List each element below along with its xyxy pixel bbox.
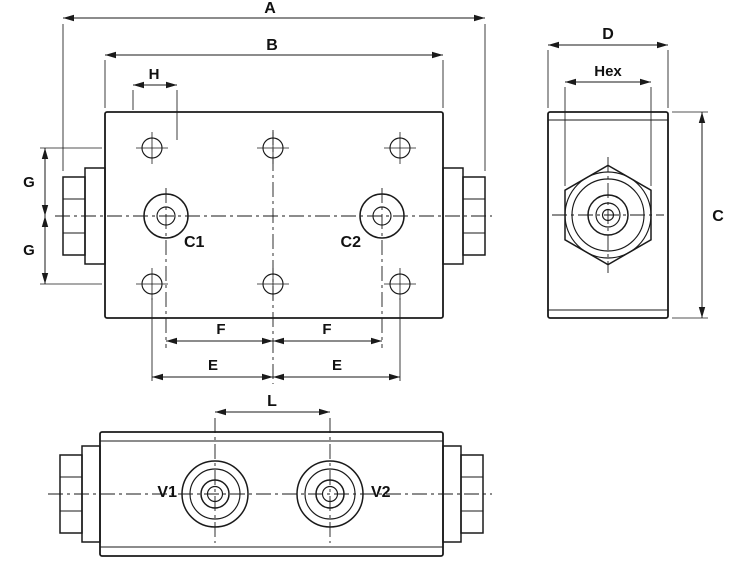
dim-label-a: A xyxy=(264,0,276,17)
front-block-outline xyxy=(104,111,444,319)
dim-label-hex: Hex xyxy=(594,63,622,80)
dim-label-c: C xyxy=(712,208,724,225)
dim-b: B xyxy=(104,37,444,108)
side-view: D Hex C xyxy=(547,26,724,319)
port-label-v2: V2 xyxy=(371,484,391,501)
port-label-v1: V1 xyxy=(157,484,177,501)
dim-label-f-left: F xyxy=(216,321,225,338)
port-v2 xyxy=(296,460,364,528)
dim-a: A xyxy=(62,0,486,171)
dim-hex: Hex xyxy=(564,63,652,186)
side-block-outline xyxy=(547,111,669,319)
dim-label-e-left: E xyxy=(208,357,218,374)
dim-label-e-right: E xyxy=(332,357,342,374)
dim-label-l: L xyxy=(267,393,277,410)
port-c2 xyxy=(359,193,405,239)
dim-c: C xyxy=(672,111,724,319)
mounting-holes xyxy=(136,132,416,300)
dim-label-f-right: F xyxy=(322,321,331,338)
dim-e: E E xyxy=(151,298,401,381)
dim-h: H xyxy=(132,66,178,140)
dim-label-g-upper: G xyxy=(23,174,35,191)
dim-label-g-lower: G xyxy=(23,242,35,259)
dim-label-h: H xyxy=(149,66,160,83)
bottom-view: V1 V2 L xyxy=(48,393,492,557)
front-view: C1 C2 A B H G G xyxy=(23,0,492,384)
dim-label-b: B xyxy=(266,37,278,54)
dim-d: D xyxy=(547,26,669,108)
dim-f: F F xyxy=(166,321,382,345)
port-label-c1: C1 xyxy=(184,234,205,251)
port-c1 xyxy=(143,193,189,239)
dim-l: L xyxy=(215,393,330,416)
dim-g: G G xyxy=(23,147,102,285)
dim-label-d: D xyxy=(602,26,614,43)
port-v1 xyxy=(181,460,249,528)
port-label-c2: C2 xyxy=(341,234,362,251)
hex-plug xyxy=(552,157,664,273)
